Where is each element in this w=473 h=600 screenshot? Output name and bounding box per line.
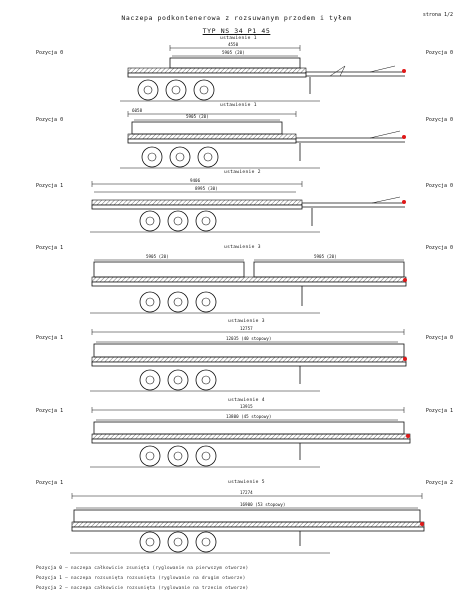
drawing-title: Naczepa podkontenerowa z rozsuwanym przo… xyxy=(121,14,352,22)
config-caption: ustawienie 5 xyxy=(228,480,265,485)
legend-text: – naczepa całkowicie zsunięta (ryglowani… xyxy=(65,566,249,571)
position-left: Pozycja 1 xyxy=(36,480,64,486)
dim-inner: 13800 (45 stopowy) xyxy=(226,414,271,419)
dim-outer: 4550 xyxy=(228,42,239,47)
legend-key: Pozycja 0 xyxy=(36,566,63,571)
position-right: Pozycja 0 xyxy=(425,117,453,123)
position-right: Pozycja 1 xyxy=(425,408,453,414)
trailer-drawing-1: 4550 5905 (20) xyxy=(120,42,406,102)
position-right: Pozycja 0 xyxy=(425,245,453,251)
legend-text: – naczepa rozsunięta rozsunięta (ryglowa… xyxy=(65,576,246,581)
dim-inner: 5905 (20) xyxy=(222,50,245,55)
config-caption: ustawienie 2 xyxy=(224,170,261,175)
config-caption: ustawienie 3 xyxy=(224,245,261,250)
trailer-drawing-6: 13915 13800 (45 stopowy) xyxy=(90,404,411,468)
position-left: Pozycja 1 xyxy=(36,245,64,251)
config-caption: ustawienie 3 xyxy=(228,319,265,324)
trailer-drawing-4: 5905 (20) 5905 (20) xyxy=(90,254,407,314)
dim-inner-2: 5905 (20) xyxy=(314,254,337,259)
dim-inner: 16900 (53 stopowy) xyxy=(240,502,285,507)
drawing-type: TYP NS 34 P1 45 xyxy=(202,27,271,35)
legend-row: Pozycja 0 – naczepa całkowicie zsunięta … xyxy=(36,566,248,571)
legend-row: Pozycja 2 – naczepa całkowicie rozsunięt… xyxy=(36,586,248,591)
dim-outer: 9406 xyxy=(190,178,201,183)
position-left: Pozycja 1 xyxy=(36,335,64,341)
trailer-drawing-2: 6058 5905 (20) xyxy=(120,108,406,169)
dim-inner: 5905 (20) xyxy=(146,254,169,259)
legend-key: Pozycja 1 xyxy=(36,576,63,581)
position-left: Pozycja 1 xyxy=(36,408,64,414)
legend-text: – naczepa całkowicie rozsunięta (ryglowa… xyxy=(65,586,249,591)
legend-row: Pozycja 1 – naczepa rozsunięta rozsunięt… xyxy=(36,576,245,581)
position-left: Pozycja 0 xyxy=(36,50,64,56)
config-caption: ustawienie 1 xyxy=(220,36,257,41)
legend-key: Pozycja 2 xyxy=(36,586,63,591)
dim-outer: 6058 xyxy=(132,108,143,113)
dim-inner: 12035 (40 stopowy) xyxy=(226,336,271,341)
dim-outer: 17274 xyxy=(240,490,253,495)
sheet-number: strona 1/2 xyxy=(422,12,453,18)
trailer-drawing-7: 17274 16900 (53 stopowy) xyxy=(70,490,425,554)
position-right: Pozycja 2 xyxy=(425,480,453,486)
dim-inner: 5905 (20) xyxy=(186,114,209,119)
config-caption: ustawienie 1 xyxy=(220,103,257,108)
position-right: Pozycja 0 xyxy=(425,335,453,341)
dim-inner: 8995 (30) xyxy=(195,186,218,191)
config-caption: ustawienie 4 xyxy=(228,398,265,403)
position-right: Pozycja 0 xyxy=(425,50,453,56)
position-right: Pozycja 0 xyxy=(425,183,453,189)
position-left: Pozycja 0 xyxy=(36,117,64,123)
trailer-drawing-5: 12757 12035 (40 stopowy) xyxy=(90,326,407,392)
trailer-drawing-3: 9406 8995 (30) xyxy=(90,178,406,233)
dim-outer: 12757 xyxy=(240,326,253,331)
dim-outer: 13915 xyxy=(240,404,253,409)
position-left: Pozycja 1 xyxy=(36,183,64,189)
